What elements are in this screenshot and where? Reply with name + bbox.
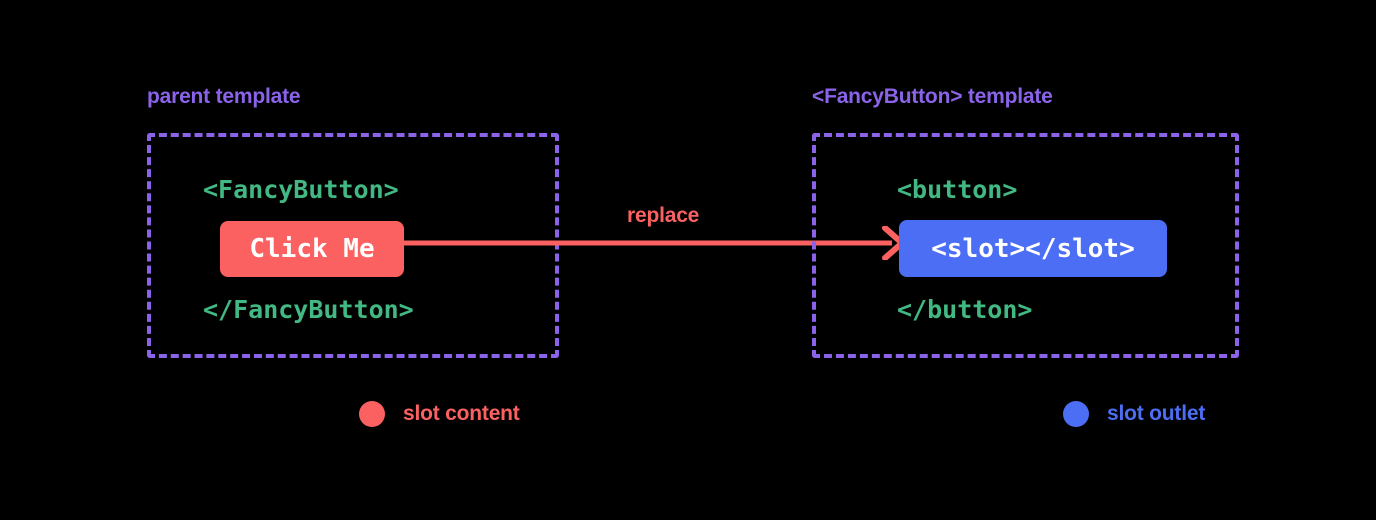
- parent-template-caption: parent template: [147, 85, 301, 108]
- replace-arrow-label: replace: [627, 204, 700, 227]
- slot-content-legend-label: slot content: [403, 402, 520, 425]
- slot-outlet-chip[interactable]: <slot></slot>: [899, 220, 1167, 277]
- slot-outlet-legend-label: slot outlet: [1107, 402, 1206, 425]
- code-line-fancybutton-open: <FancyButton>: [203, 175, 399, 204]
- fancybutton-template-box: [812, 133, 1239, 358]
- code-line-button-open: <button>: [897, 175, 1018, 204]
- legend-item-slot-outlet: slot outlet: [1063, 401, 1205, 427]
- fancybutton-template-caption: <FancyButton> template: [812, 85, 1053, 108]
- code-line-fancybutton-close: </FancyButton>: [203, 295, 414, 324]
- slot-outlet-legend-dot: [1063, 401, 1089, 427]
- legend-item-slot-content: slot content: [359, 401, 520, 427]
- slot-content-legend-dot: [359, 401, 385, 427]
- code-line-button-close: </button>: [897, 295, 1033, 324]
- slot-content-chip[interactable]: Click Me: [220, 221, 404, 277]
